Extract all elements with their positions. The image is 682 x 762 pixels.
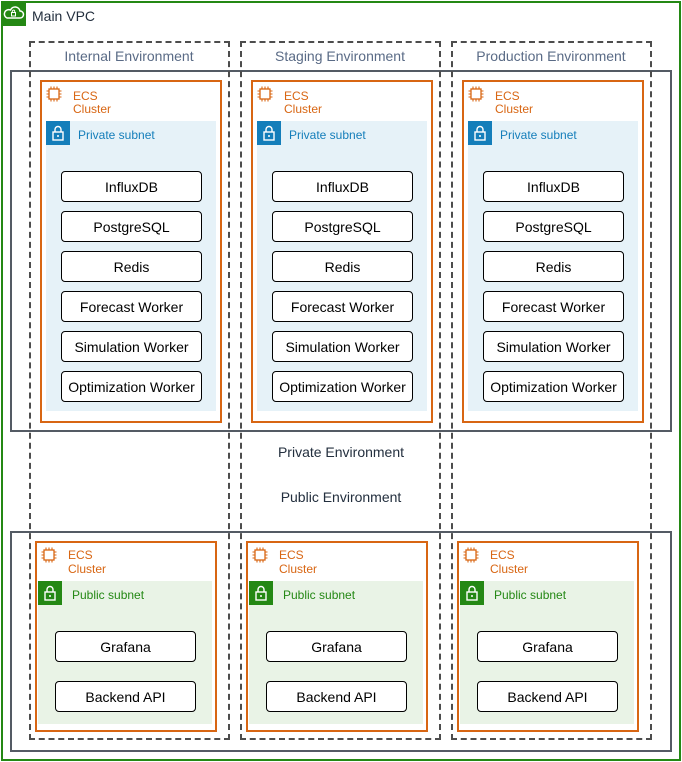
public-environment-label: Public Environment [280,489,402,505]
environment-label-production: Production Environment [476,48,626,64]
service-box-postgresql[interactable]: PostgreSQL [483,211,624,242]
service-box-influxdb[interactable]: InfluxDB [483,171,624,202]
ecs-chip-icon [467,85,485,103]
ecs-chip-icon [256,85,274,103]
environment-label-staging: Staging Environment [275,48,405,64]
ecs-cluster-title: ECS [68,548,93,562]
service-box-postgresql[interactable]: PostgreSQL [272,211,413,242]
ecs-cluster-subtitle: Cluster [490,562,529,576]
ecs-cluster-subtitle: Cluster [68,562,107,576]
public-subnet-title: Public subnet [494,588,567,602]
vpc-cloud-icon [1,1,26,26]
service-box-influxdb[interactable]: InfluxDB [61,171,202,202]
padlock-icon [249,581,273,605]
service-box-forecast-worker[interactable]: Forecast Worker [272,291,413,322]
service-box-backend-api[interactable]: Backend API [477,681,618,712]
private-subnet-title: Private subnet [78,128,155,142]
service-box-optimization-worker[interactable]: Optimization Worker [483,371,624,402]
ecs-cluster-subtitle: Cluster [279,562,318,576]
environment-column-staging [240,41,441,740]
padlock-icon [38,581,62,605]
ecs-chip-icon [251,546,269,564]
service-box-grafana[interactable]: Grafana [477,631,618,662]
service-box-grafana[interactable]: Grafana [266,631,407,662]
padlock-icon [46,121,70,145]
service-box-backend-api[interactable]: Backend API [266,681,407,712]
ecs-chip-icon [40,546,58,564]
service-box-grafana[interactable]: Grafana [55,631,196,662]
private-subnet-title: Private subnet [289,128,366,142]
ecs-cluster-title: ECS [279,548,304,562]
service-box-redis[interactable]: Redis [272,251,413,282]
padlock-icon [460,581,484,605]
private-environment-band [10,70,672,432]
vpc-title: Main VPC [32,8,96,24]
service-box-forecast-worker[interactable]: Forecast Worker [483,291,624,322]
ecs-cluster-title: ECS [284,89,309,103]
service-box-backend-api[interactable]: Backend API [55,681,196,712]
service-box-optimization-worker[interactable]: Optimization Worker [61,371,202,402]
environment-label-internal: Internal Environment [64,48,194,64]
ecs-cluster-title: ECS [490,548,515,562]
public-environment-band [10,531,672,752]
environment-column-production [451,41,652,740]
service-box-redis[interactable]: Redis [483,251,624,282]
service-box-redis[interactable]: Redis [61,251,202,282]
environment-column-internal [29,41,230,740]
padlock-icon [468,121,492,145]
public-subnet-title: Public subnet [283,588,356,602]
service-box-simulation-worker[interactable]: Simulation Worker [272,331,413,362]
service-box-optimization-worker[interactable]: Optimization Worker [272,371,413,402]
padlock-icon [257,121,281,145]
ecs-cluster-subtitle: Cluster [284,102,323,116]
service-box-simulation-worker[interactable]: Simulation Worker [61,331,202,362]
service-box-simulation-worker[interactable]: Simulation Worker [483,331,624,362]
public-subnet-title: Public subnet [72,588,145,602]
ecs-cluster-title: ECS [73,89,98,103]
service-box-influxdb[interactable]: InfluxDB [272,171,413,202]
service-box-postgresql[interactable]: PostgreSQL [61,211,202,242]
ecs-chip-icon [45,85,63,103]
private-subnet-title: Private subnet [500,128,577,142]
private-environment-label: Private Environment [277,444,405,460]
service-box-forecast-worker[interactable]: Forecast Worker [61,291,202,322]
ecs-cluster-subtitle: Cluster [73,102,112,116]
ecs-chip-icon [462,546,480,564]
ecs-cluster-subtitle: Cluster [495,102,534,116]
ecs-cluster-title: ECS [495,89,520,103]
